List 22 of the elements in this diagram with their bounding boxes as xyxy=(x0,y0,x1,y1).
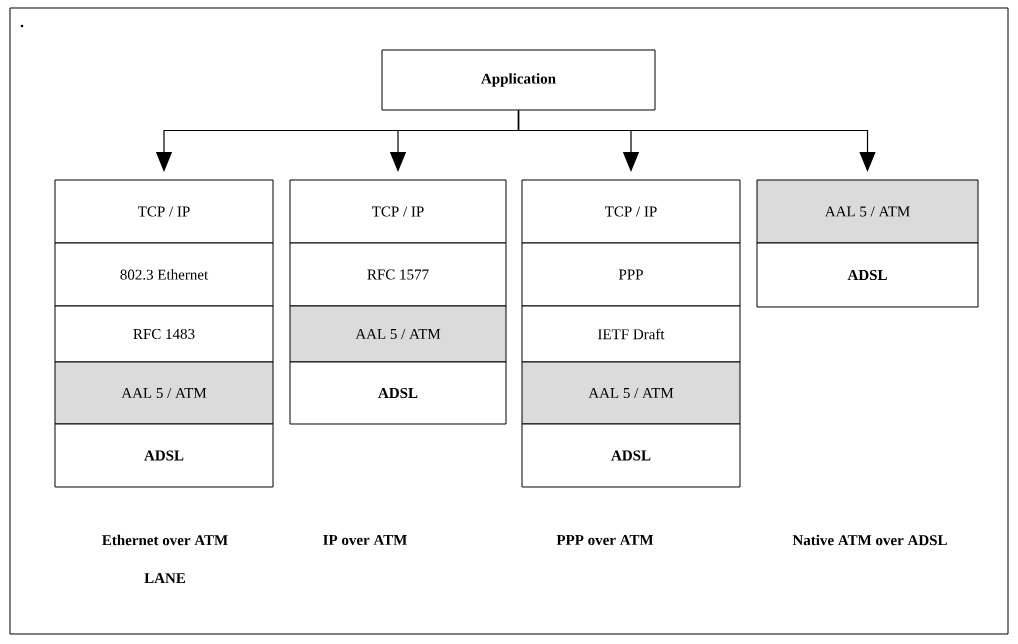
layer-box: TCP / IP xyxy=(289,179,507,244)
column-caption: Native ATM over ADSL xyxy=(792,534,947,546)
layer-box: ADSL xyxy=(756,242,979,308)
column-caption: Ethernet over ATM xyxy=(102,534,228,546)
layer-box: 802.3 Ethernet xyxy=(54,242,274,307)
layer-box: RFC 1483 xyxy=(54,305,274,363)
layer-box: RFC 1577 xyxy=(289,242,507,307)
application-box: Application xyxy=(381,49,656,111)
layer-box: AAL 5 / ATM xyxy=(521,361,741,425)
column-caption: PPP over ATM xyxy=(556,534,654,545)
layer-box: ADSL xyxy=(54,423,274,488)
layer-box: TCP / IP xyxy=(521,179,741,244)
layer-box: ADSL xyxy=(289,361,507,425)
layer-box: AAL 5 / ATM xyxy=(54,361,274,425)
layer-box: IETF Draft xyxy=(521,305,741,363)
column-caption: IP over ATM xyxy=(323,534,407,545)
layer-box: TCP / IP xyxy=(54,179,274,244)
layer-box: PPP xyxy=(521,242,741,307)
column-caption: LANE xyxy=(144,573,186,583)
layer-box: AAL 5 / ATM xyxy=(289,305,507,363)
layer-box: ADSL xyxy=(521,423,741,488)
layer-box: AAL 5 / ATM xyxy=(756,179,979,244)
